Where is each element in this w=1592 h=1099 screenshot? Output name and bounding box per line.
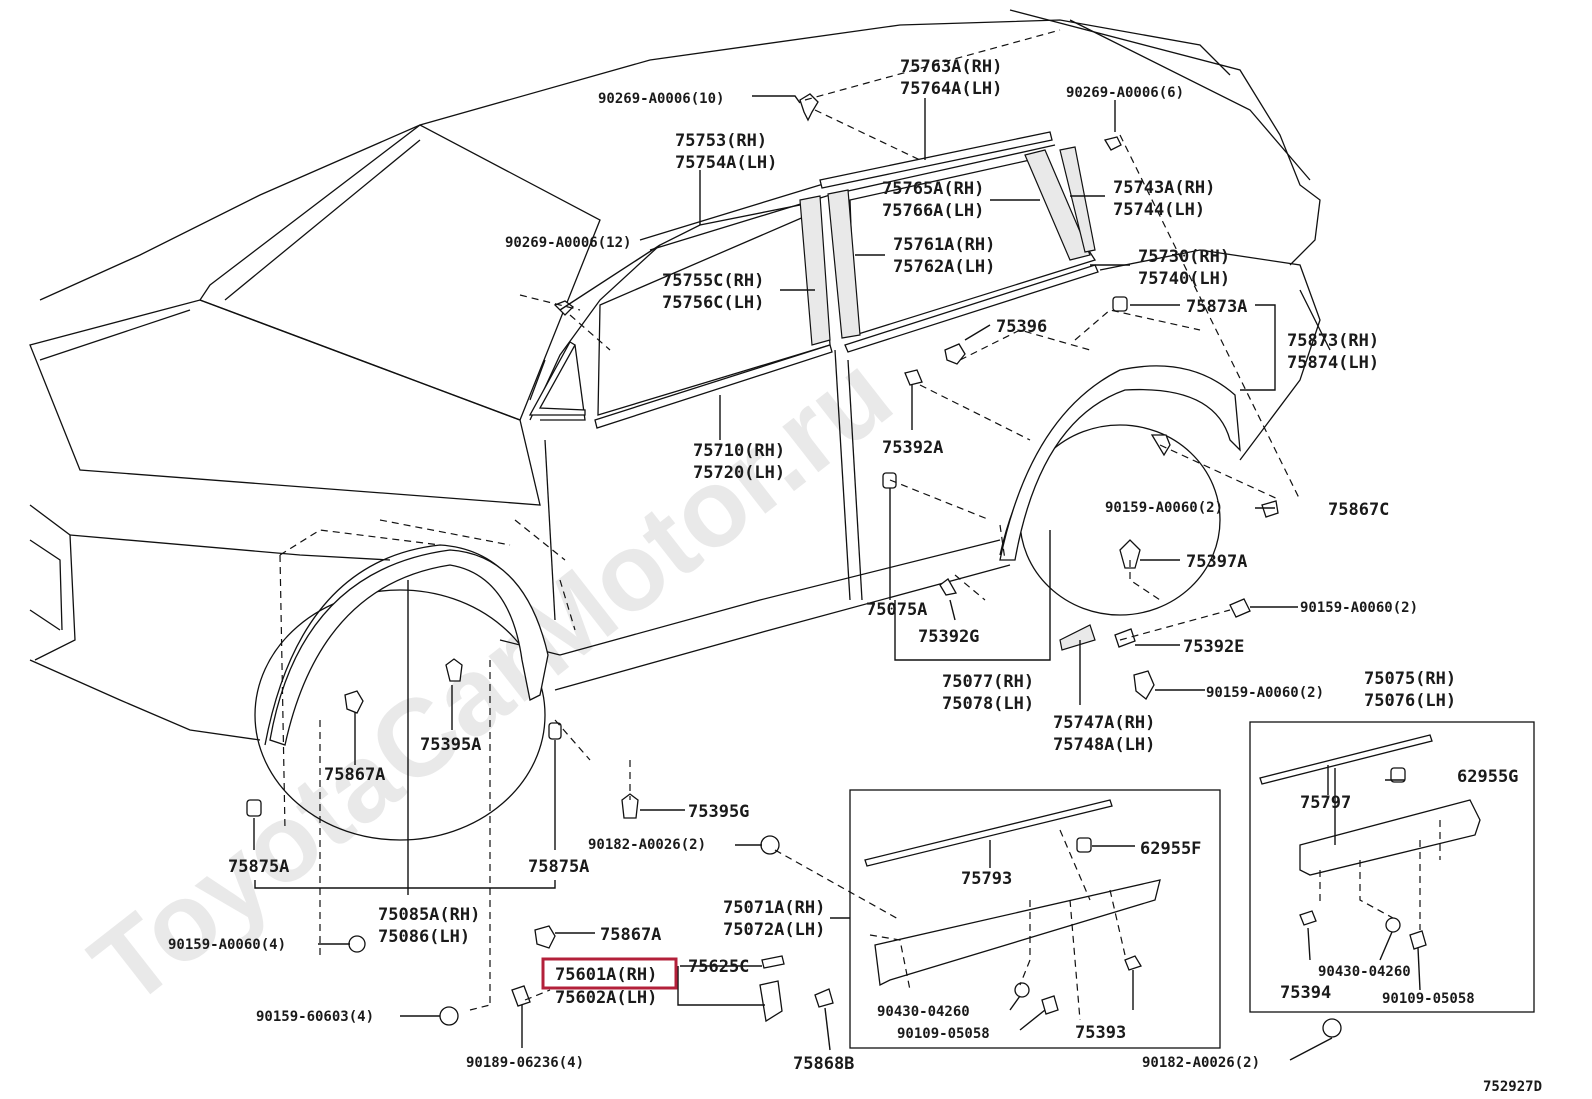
label-75396[interactable]: 75396 [996, 317, 1047, 337]
label-75748a-lh[interactable]: 75748A(LH) [1053, 735, 1155, 755]
label-75085a-rh[interactable]: 75085A(RH) [378, 905, 480, 925]
rocker-molding-box-middle [849, 789, 1221, 1049]
label-75625c[interactable]: 75625C [688, 957, 749, 977]
label-75075-rh[interactable]: 75075(RH) [1364, 669, 1456, 689]
label-75072a-lh[interactable]: 75072A(LH) [723, 920, 825, 940]
vehicle-body-outline [29, 9, 1331, 741]
label-75743a-rh[interactable]: 75743A(RH) [1113, 178, 1215, 198]
label-75392a[interactable]: 75392A [882, 438, 943, 458]
label-75873a[interactable]: 75873A [1186, 297, 1247, 317]
diagram-code: 752927D [1483, 1079, 1542, 1095]
label-75764a-lh[interactable]: 75764A(LH) [900, 79, 1002, 99]
dashed-lines [279, 29, 1441, 1021]
label-75867c[interactable]: 75867C [1328, 500, 1389, 520]
label-90430-04260-right[interactable]: 90430-04260 [1318, 964, 1411, 980]
label-75730-rh[interactable]: 75730(RH) [1138, 247, 1230, 267]
label-75867a-lower[interactable]: 75867A [600, 925, 661, 945]
label-75394[interactable]: 75394 [1280, 983, 1331, 1003]
label-75395g[interactable]: 75395G [688, 802, 749, 822]
label-90189-06236-4[interactable]: 90189-06236(4) [466, 1055, 584, 1071]
label-90159-a0060-2-a[interactable]: 90159-A0060(2) [1105, 500, 1223, 516]
leader-lines [253, 95, 1421, 1061]
label-75873-rh[interactable]: 75873(RH) [1287, 331, 1379, 351]
label-75071a-rh[interactable]: 75071A(RH) [723, 898, 825, 918]
label-75395a[interactable]: 75395A [420, 735, 481, 755]
label-75875a-right[interactable]: 75875A [528, 857, 589, 877]
label-75078-lh[interactable]: 75078(LH) [942, 694, 1034, 714]
label-75761a-rh[interactable]: 75761A(RH) [893, 235, 995, 255]
label-75397a[interactable]: 75397A [1186, 552, 1247, 572]
label-90109-05058-right[interactable]: 90109-05058 [1382, 991, 1475, 1007]
label-90159-a0060-2-b[interactable]: 90159-A0060(2) [1300, 600, 1418, 616]
label-75868b[interactable]: 75868B [793, 1054, 854, 1074]
label-75744-lh[interactable]: 75744(LH) [1113, 200, 1205, 220]
label-75766a-lh[interactable]: 75766A(LH) [882, 201, 984, 221]
label-75720-lh[interactable]: 75720(LH) [693, 463, 785, 483]
label-75763a-rh[interactable]: 75763A(RH) [900, 57, 1002, 77]
label-75756c-lh[interactable]: 75756C(LH) [662, 293, 764, 313]
label-75874-lh[interactable]: 75874(LH) [1287, 353, 1379, 373]
label-90109-05058-middle[interactable]: 90109-05058 [897, 1026, 990, 1042]
label-75755c-rh[interactable]: 75755C(RH) [662, 271, 764, 291]
label-75075a[interactable]: 75075A [866, 600, 927, 620]
part-labels: 90269-A0006(10) 75763A(RH) 75764A(LH) 90… [168, 57, 1542, 1095]
label-75765a-rh[interactable]: 75765A(RH) [882, 179, 984, 199]
highlight-75601a [541, 957, 678, 990]
label-90269-a0006-10[interactable]: 90269-A0006(10) [598, 91, 724, 107]
label-75710-rh[interactable]: 75710(RH) [693, 441, 785, 461]
label-90159-a0060-4[interactable]: 90159-A0060(4) [168, 937, 286, 953]
label-75392e[interactable]: 75392E [1183, 637, 1244, 657]
label-75753-rh[interactable]: 75753(RH) [675, 131, 767, 151]
label-75076-lh[interactable]: 75076(LH) [1364, 691, 1456, 711]
label-90269-a0006-6[interactable]: 90269-A0006(6) [1066, 85, 1184, 101]
front-wheel-arch [254, 544, 549, 841]
label-90159-60603-4[interactable]: 90159-60603(4) [256, 1009, 374, 1025]
label-90182-a0026-2-b[interactable]: 90182-A0026(2) [1142, 1055, 1260, 1071]
label-75762a-lh[interactable]: 75762A(LH) [893, 257, 995, 277]
label-75740-lh[interactable]: 75740(LH) [1138, 269, 1230, 289]
label-75086-lh[interactable]: 75086(LH) [378, 927, 470, 947]
label-90182-a0026-2-a[interactable]: 90182-A0026(2) [588, 837, 706, 853]
rear-wheel-arch [999, 365, 1241, 616]
label-90430-04260-middle[interactable]: 90430-04260 [877, 1004, 970, 1020]
label-75602a-lh[interactable]: 75602A(LH) [555, 988, 657, 1008]
label-75392g[interactable]: 75392G [918, 627, 979, 647]
label-75601a-rh[interactable]: 75601A(RH) [555, 965, 657, 985]
label-75797[interactable]: 75797 [1300, 793, 1351, 813]
label-90269-a0006-12[interactable]: 90269-A0006(12) [505, 235, 631, 251]
fasteners [246, 93, 1427, 1038]
label-75747a-rh[interactable]: 75747A(RH) [1053, 713, 1155, 733]
label-75754a-lh[interactable]: 75754A(LH) [675, 153, 777, 173]
label-75875a-left[interactable]: 75875A [228, 857, 289, 877]
rocker-molding-box-right [1249, 721, 1535, 1013]
label-62955f[interactable]: 62955F [1140, 839, 1201, 859]
label-62955g[interactable]: 62955G [1457, 767, 1518, 787]
moldings [528, 131, 1481, 986]
label-75393[interactable]: 75393 [1075, 1023, 1126, 1043]
label-90159-a0060-2-c[interactable]: 90159-A0060(2) [1206, 685, 1324, 701]
label-75793[interactable]: 75793 [961, 869, 1012, 889]
label-75867a-upper[interactable]: 75867A [324, 765, 385, 785]
label-75077-rh[interactable]: 75077(RH) [942, 672, 1034, 692]
